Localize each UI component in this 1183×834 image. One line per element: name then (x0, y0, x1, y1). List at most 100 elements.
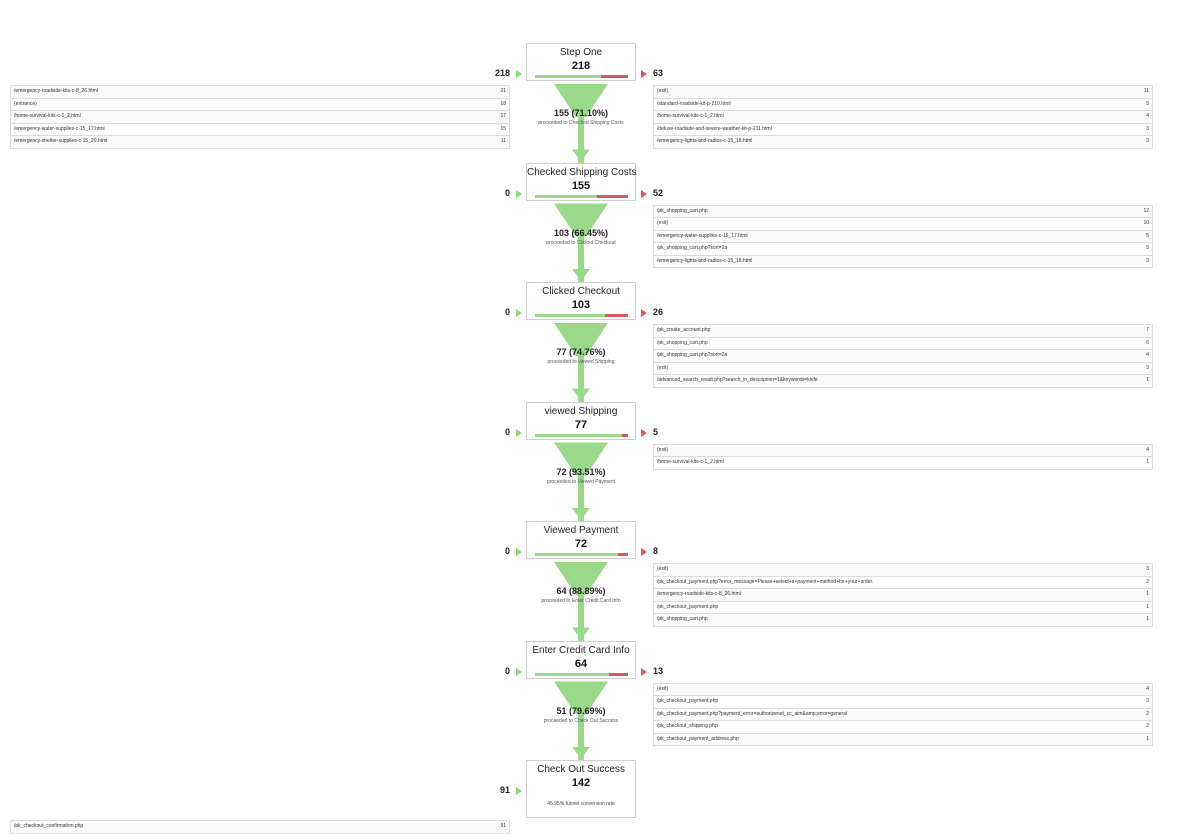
path-count: 1 (1146, 616, 1149, 623)
path-row[interactable]: (entrance) 18 (11, 99, 509, 112)
exit-count: 13 (653, 665, 664, 676)
funnel-stem (578, 236, 584, 291)
path-url: /home-survival-kits-c-1_2.html (657, 459, 724, 466)
path-count: 3 (1146, 257, 1149, 264)
path-count: 5 (1146, 100, 1149, 107)
path-row[interactable]: (exit)4 (654, 444, 1152, 458)
path-url: /pk_checkout_shipping.php (657, 723, 718, 730)
path-count: 1 (1146, 459, 1149, 466)
proceed-exit-bar (535, 433, 628, 437)
path-count: 18 (500, 100, 506, 107)
funnel-stem (578, 356, 584, 410)
entry-count: 0 (504, 187, 510, 198)
stage-count: 142 (571, 777, 591, 789)
path-count: 11 (500, 138, 506, 145)
proceed-bar-fill (535, 314, 605, 317)
entry-arrow-icon (516, 428, 522, 437)
path-row[interactable]: (exit)10 (654, 218, 1152, 231)
proceed-exit-bar (535, 672, 628, 676)
path-url: /pk_checkout_confirmation.php (14, 823, 84, 829)
funnel-narrow-shape (554, 323, 608, 356)
path-url: /pk_shopping_cart.php?sort=2a (657, 352, 728, 359)
proceed-percentage: 72 (93.51%) (556, 466, 606, 477)
path-row[interactable]: /pk_checkout_payment.php?payment_error=a… (654, 708, 1152, 722)
path-url: /pk_shopping_cart.php (657, 616, 708, 623)
path-row[interactable]: (exit) 11 (654, 86, 1152, 99)
path-url: (exit) (657, 685, 669, 692)
entry-arrow-icon (516, 189, 522, 198)
proceed-label: proceeded to Viewed Payment (546, 478, 615, 485)
path-row[interactable]: (exit)3 (654, 564, 1152, 577)
proceed-exit-bar (535, 314, 628, 317)
funnel-arrowhead (572, 508, 590, 520)
funnel-narrow-shape (554, 84, 608, 117)
path-row[interactable]: /home-survival-kits-c-1_2.html 1 (654, 457, 1152, 470)
path-count: 3 (1146, 138, 1149, 145)
path-row[interactable]: /pk_shopping_cart.php 12 (654, 205, 1152, 219)
entry-arrow-icon (516, 309, 522, 317)
path-row[interactable]: /deluxe-roadside-and-severe-weather-kit-… (654, 124, 1152, 137)
entry-arrow-icon (516, 548, 522, 556)
proceed-label: proceeded to Clicked Checkout (546, 239, 616, 246)
funnel-arrowhead (572, 747, 590, 759)
path-row[interactable]: /emergency-lights-and-radios-c-15_18.htm… (654, 255, 1152, 269)
path-url: (entrance) (14, 100, 37, 107)
stage-count: 103 (571, 299, 591, 311)
path-count: 11 (1143, 88, 1149, 94)
path-url: (exit) (657, 566, 669, 572)
path-row[interactable]: (exit)4 (654, 683, 1152, 697)
entry-count: 0 (504, 426, 510, 437)
funnel-stem (578, 714, 584, 769)
path-count: 5 (1146, 232, 1149, 239)
entry-count: 0 (504, 546, 510, 556)
funnel-narrow-shape (554, 203, 608, 237)
path-url: (exit) (657, 88, 669, 94)
path-row[interactable]: (exit)3 (654, 363, 1152, 376)
proceed-exit-bar (535, 553, 628, 556)
stage-count: 155 (571, 179, 591, 192)
path-row[interactable]: /home-survival-kits-c-1_2.html 4 (654, 111, 1152, 124)
entry-arrow-icon (516, 787, 522, 795)
path-url: /emergency-roadside-kits-c-8_26.html (657, 591, 741, 598)
funnel-stem (578, 475, 584, 530)
funnel-conversion-rate: 45.95% funnel conversion rate (547, 801, 615, 807)
exit-arrow-icon (641, 428, 647, 437)
path-row[interactable]: /advanced_search_result.php?search_in_de… (654, 375, 1152, 388)
stage-name: Enter Credit Card Info (532, 644, 630, 656)
path-url: /pk_shopping_cart.php (657, 207, 708, 214)
path-count: 12 (1143, 207, 1149, 214)
path-count: 2 (1146, 710, 1149, 717)
path-url: /advanced_search_result.php?search_in_de… (657, 377, 818, 384)
path-url: /home-survival-kits-c-1_2.html (657, 113, 724, 120)
funnel-arrowhead (572, 388, 590, 401)
path-row[interactable]: /emergency-shelter-supplies-c-15_20.html… (11, 136, 509, 149)
path-count: 4 (1146, 113, 1149, 120)
path-row[interactable]: /pk_checkout_payment.php?error_message=P… (654, 577, 1152, 590)
proceed-percentage: 51 (79.69%) (556, 705, 606, 716)
path-row[interactable]: /pk_shopping_cart.php 1 (654, 614, 1152, 627)
path-row[interactable]: /emergency-lights-and-radios-c-15_18.htm… (654, 136, 1152, 149)
